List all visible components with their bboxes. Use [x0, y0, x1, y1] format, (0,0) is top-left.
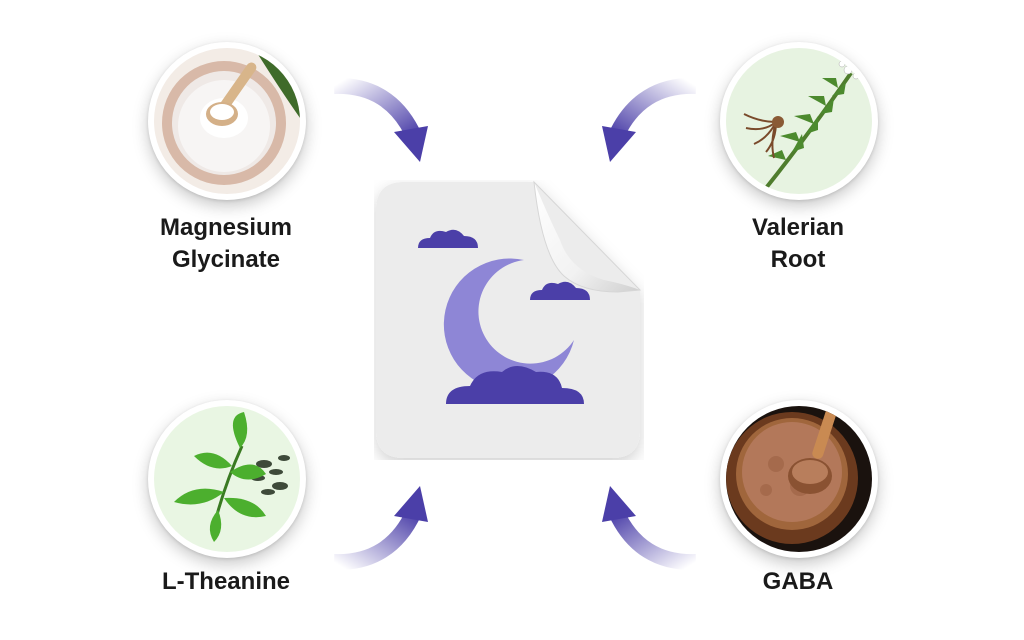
green-tea-leaves-image: [148, 400, 306, 558]
arrow-top-left-icon: [333, 77, 428, 162]
sleep-patch: [376, 180, 642, 458]
magnesium-label-line1: Magnesium: [159, 214, 293, 241]
valerian-plant-image: [720, 42, 878, 200]
arrow-top-right-icon: [602, 77, 697, 162]
moon-and-clouds-icon: [418, 229, 590, 404]
gaba-label: GABA: [762, 568, 834, 595]
magnesium-powder-image: [148, 42, 306, 200]
arrow-bottom-right-icon: [602, 486, 697, 571]
valerian-label-line1: Valerian: [751, 214, 845, 241]
magnesium-label-line2: Glycinate: [171, 246, 281, 273]
theanine-label: L-Theanine: [161, 568, 290, 595]
valerian-label-line2: Root: [770, 246, 826, 273]
gaba-powder-image: [720, 400, 878, 558]
arrow-bottom-left-icon: [333, 486, 428, 571]
